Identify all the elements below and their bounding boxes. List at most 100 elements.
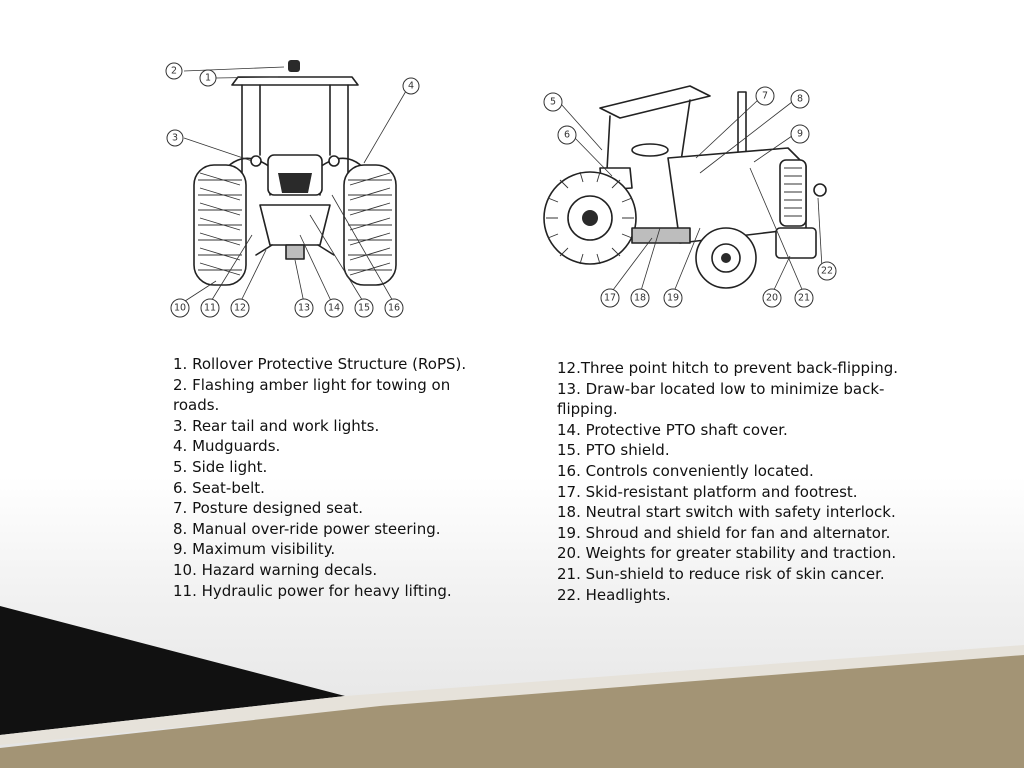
svg-text:6: 6 <box>564 130 570 141</box>
svg-text:21: 21 <box>798 293 810 304</box>
leader-6 <box>572 135 613 177</box>
legend-item-7: 7. Posture designed seat. <box>173 499 363 518</box>
hazard-decal-shape <box>278 173 312 193</box>
leader-5 <box>560 103 603 151</box>
callout-10: 10 <box>170 298 190 318</box>
leader-13 <box>294 259 305 304</box>
callout-11: 11 <box>200 298 220 318</box>
legend-item-15: 15. PTO shield. <box>557 441 670 460</box>
callout-3: 3 <box>166 129 184 147</box>
legend-item-20: 20. Weights for greater stability and tr… <box>557 544 897 563</box>
leader-4 <box>363 90 407 164</box>
callout-18: 18 <box>630 288 650 308</box>
rear-wheel <box>543 171 637 265</box>
callout-7: 7 <box>755 86 775 106</box>
amber-light-shape <box>288 60 300 72</box>
svg-text:4: 4 <box>408 81 414 92</box>
svg-text:13: 13 <box>298 303 310 314</box>
legend-item-13: 13. Draw-bar located low to minimize bac… <box>557 379 885 419</box>
callout-17: 17 <box>600 288 620 308</box>
hitch-arm-left <box>255 244 273 256</box>
legend-item-12: 12.Three point hitch to prevent back-fli… <box>557 359 899 377</box>
dark-wedge-decoration <box>0 606 345 735</box>
front-wheel <box>695 227 757 289</box>
legend-item-3: 3. Rear tail and work lights. <box>173 416 380 435</box>
svg-text:9: 9 <box>797 129 803 140</box>
leader-8 <box>699 101 793 174</box>
svg-text:12: 12 <box>234 303 246 314</box>
steering-wheel-shape <box>631 143 669 157</box>
leader-16 <box>331 194 395 304</box>
drawbar-shape <box>285 244 305 260</box>
callout-20: 20 <box>762 288 782 308</box>
legend-item-10: 10. Hazard warning decals. <box>173 560 378 579</box>
grille-lines <box>784 167 802 217</box>
leader-20 <box>771 255 791 295</box>
legend-item-11: 11. Hydraulic power for heavy lifting. <box>173 581 452 600</box>
tractor-side-view-diagram: 5 7 8 6 9 22 17 18 19 20 21 <box>540 78 840 310</box>
svg-text:5: 5 <box>550 97 556 108</box>
hitch-frame-shape <box>259 204 331 246</box>
legend-left-list: 1. Rollover Protective Structure (RoPS).… <box>173 354 493 601</box>
callout-12: 12 <box>230 298 250 318</box>
svg-text:14: 14 <box>328 303 340 314</box>
headlight-shape <box>813 183 827 197</box>
callout-1: 1 <box>199 69 217 87</box>
leader-7 <box>695 99 759 159</box>
callout-16: 16 <box>384 298 404 318</box>
rops-roof-shape <box>231 76 359 86</box>
tractor-rear-view-diagram: 2 1 4 3 10 11 12 13 14 15 16 <box>160 55 420 325</box>
leader-2 <box>183 66 285 72</box>
svg-text:17: 17 <box>604 293 616 304</box>
tan-band-decoration <box>0 655 1024 768</box>
leader-11 <box>209 234 253 304</box>
svg-text:19: 19 <box>667 293 679 304</box>
tail-light-right <box>328 155 340 167</box>
legend-item-2: 2. Flashing amber light for towing on ro… <box>173 375 451 415</box>
platform-shape <box>631 227 691 244</box>
legend-item-17: 17. Skid-resistant platform and footrest… <box>557 482 858 501</box>
svg-text:3: 3 <box>172 133 178 144</box>
tractor-rear-view-drawing: 2 1 4 3 10 11 12 13 14 15 16 <box>165 60 420 318</box>
rear-wheel-left <box>193 164 247 286</box>
callout-5: 5 <box>543 92 563 112</box>
callout-21: 21 <box>794 288 814 308</box>
svg-text:1: 1 <box>205 73 211 84</box>
legend-item-8: 8. Manual over-ride power steering. <box>173 519 441 538</box>
callout-13: 13 <box>294 298 314 318</box>
leader-12 <box>239 249 267 304</box>
front-weights-shape <box>775 227 817 259</box>
svg-text:11: 11 <box>204 303 216 314</box>
svg-text:2: 2 <box>171 66 177 77</box>
grille-shape <box>779 159 807 227</box>
legend-item-18: 18. Neutral start switch with safety int… <box>557 503 896 522</box>
leader-18 <box>639 227 661 295</box>
legend-item-14: 14. Protective PTO shaft cover. <box>557 420 788 439</box>
legend-item-19: 19. Shroud and shield for fan and altern… <box>557 523 891 542</box>
legend-item-5: 5. Side light. <box>173 457 268 476</box>
svg-text:8: 8 <box>797 94 803 105</box>
legend-item-4: 4. Mudguards. <box>173 437 281 456</box>
svg-text:7: 7 <box>762 91 768 102</box>
callout-4: 4 <box>402 77 420 95</box>
leader-22 <box>817 197 823 269</box>
svg-text:15: 15 <box>358 303 370 314</box>
legend-item-16: 16. Controls conveniently located. <box>557 461 814 480</box>
svg-text:10: 10 <box>174 303 186 314</box>
leader-1 <box>215 76 279 79</box>
rear-wheel-right <box>343 164 397 286</box>
callout-9: 9 <box>790 124 810 144</box>
legend-item-1: 1. Rollover Protective Structure (RoPS). <box>173 355 467 373</box>
legend-item-21: 21. Sun-shield to reduce risk of skin ca… <box>557 564 885 583</box>
callout-2: 2 <box>165 62 183 80</box>
callout-15: 15 <box>354 298 374 318</box>
callout-6: 6 <box>557 125 577 145</box>
leader-10 <box>181 280 217 304</box>
callout-22: 22 <box>817 261 837 281</box>
hitch-arm-right <box>317 244 335 256</box>
legend-item-9: 9. Maximum visibility. <box>173 540 336 559</box>
leader-15 <box>309 214 365 304</box>
leader-17 <box>609 237 653 295</box>
legend-right-list: 12.Three point hitch to prevent back-fli… <box>557 358 927 605</box>
